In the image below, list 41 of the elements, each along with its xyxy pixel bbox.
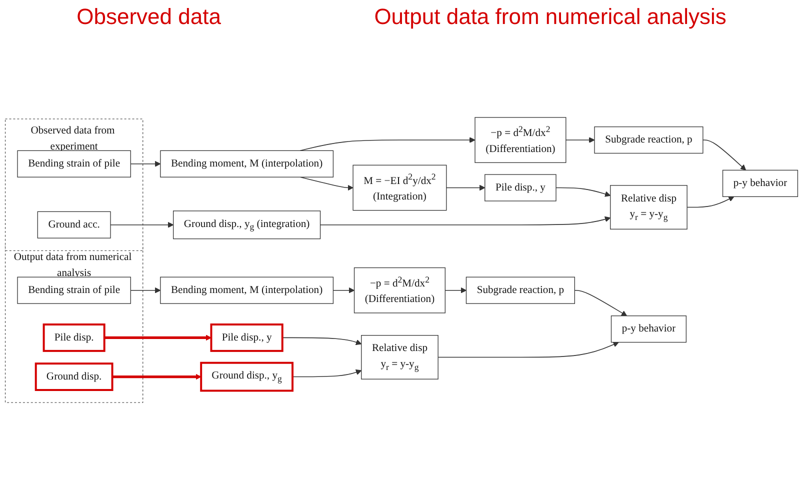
arrow — [574, 290, 628, 316]
arrow — [446, 184, 486, 191]
node-box: Relative disp y$_{r}$ = y-y$_{g}$ — [361, 335, 438, 380]
node-box: p-y behavior — [610, 316, 687, 343]
node-box: Pile disp., y — [484, 174, 556, 202]
node-box: M = −EI d$^{2}$y/dx$^{2}$ (Integration) — [352, 164, 447, 211]
node-box: Ground disp., y$_{g}$ (integration) — [173, 210, 321, 240]
arrow — [438, 342, 619, 358]
node-box: p-y behavior — [722, 170, 798, 197]
node-box: Ground disp., y$_{g}$ — [200, 362, 294, 392]
arrow — [566, 137, 595, 143]
arrow — [300, 176, 354, 191]
arrow — [282, 337, 362, 346]
node-box: Bending moment, M (interpolation) — [160, 150, 334, 178]
arrow — [444, 287, 466, 294]
arrow — [112, 374, 202, 380]
arrow — [332, 287, 355, 294]
node-box: Pile disp., y — [210, 323, 284, 352]
arrow — [104, 334, 212, 341]
node-box: Ground acc. — [37, 211, 111, 238]
node-box: Bending strain of pile — [17, 150, 131, 178]
arrow — [130, 287, 161, 294]
node-box: Pile disp. — [42, 323, 106, 352]
node-box: Bending moment, M (interpolation) — [160, 276, 334, 304]
node-box: Ground disp. — [34, 362, 114, 391]
arrow — [686, 196, 734, 208]
arrow — [292, 369, 362, 378]
node-box: −p = d$^{2}$M/dx$^{2}$ (Differentiation) — [474, 117, 566, 163]
section-heading: Output data from numerical analysis — [374, 4, 726, 30]
section-heading: Observed data — [76, 4, 221, 30]
arrow — [702, 140, 746, 170]
node-box: Subgrade reaction, p — [594, 126, 704, 154]
node-box: Bending strain of pile — [17, 276, 131, 304]
node-box: Subgrade reaction, p — [466, 276, 575, 304]
node-box: Relative disp y$_{r}$ = y-y$_{g}$ — [610, 185, 688, 230]
arrow — [320, 216, 611, 226]
node-box: −p = d$^{2}$M/dx$^{2}$ (Differentiation) — [354, 267, 446, 314]
arrow — [110, 222, 174, 228]
arrow — [130, 160, 161, 167]
arrow — [556, 187, 611, 197]
arrow — [300, 137, 476, 152]
